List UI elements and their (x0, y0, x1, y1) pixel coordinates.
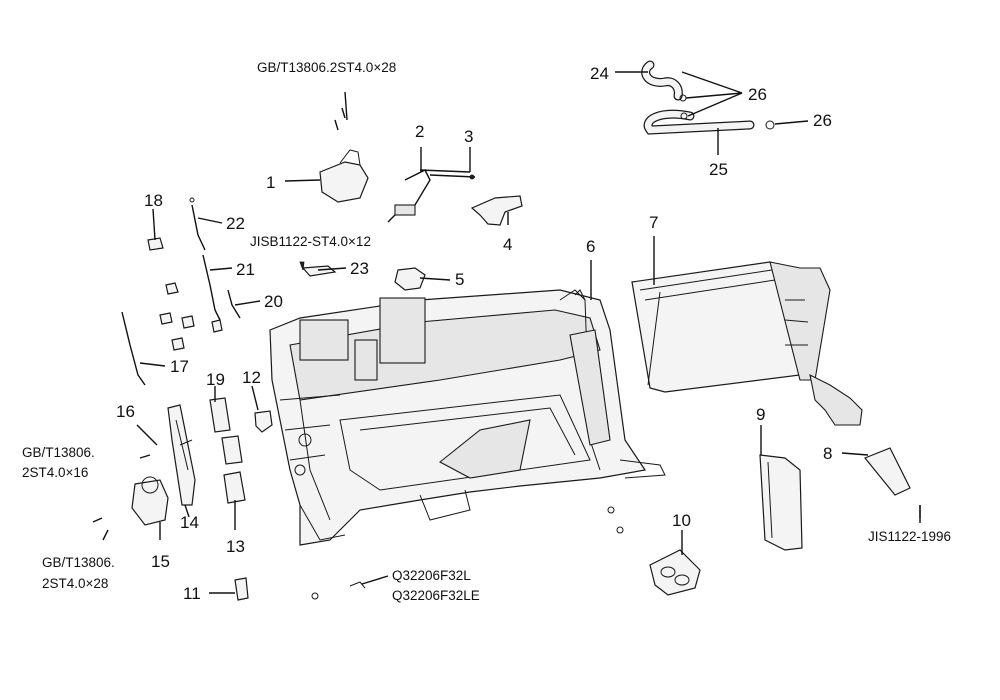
callout-21: 21 (236, 260, 255, 279)
callout-1: 1 (266, 173, 275, 192)
part-12-bracket (254, 410, 273, 433)
clips-bottom (311, 506, 624, 600)
part-17-rod (121, 311, 146, 386)
code-labels: GB/T13806.2ST4.0×28 JISB1122-ST4.0×12 GB… (22, 60, 951, 603)
part-13-actuator (223, 471, 246, 504)
heat-exchanger-core (631, 261, 863, 426)
callout-5: 5 (455, 270, 464, 289)
part-4-bracket (470, 195, 523, 226)
code-jis-screw: JISB1122-ST4.0×12 (250, 234, 371, 249)
part-23-plate (299, 261, 337, 277)
part-21-rod (202, 254, 221, 321)
part-20-rod (227, 289, 241, 319)
callout-8: 8 (823, 444, 832, 463)
callout-9: 9 (756, 405, 765, 424)
code-bottom-screw-2: 2ST4.0×28 (42, 576, 108, 591)
part-2-linkage (387, 169, 471, 223)
part-15-motor (131, 476, 169, 526)
callout-6: 6 (586, 237, 595, 256)
part-1-cover (319, 149, 369, 203)
code-clip-1: Q32206F32L (392, 568, 471, 583)
callout-12: 12 (242, 368, 261, 387)
part-9-filter (759, 454, 803, 551)
callout-19: 19 (206, 370, 225, 389)
callout-13: 13 (226, 537, 245, 556)
part-24-hose (641, 60, 683, 101)
code-jis-std: JIS1122-1996 (868, 529, 951, 544)
callout-4: 4 (503, 235, 512, 254)
code-left-screw-2: 2ST4.0×16 (22, 465, 88, 480)
callout-25: 25 (709, 160, 728, 179)
part-25-hose (643, 109, 755, 135)
part-18-grommet (147, 237, 164, 251)
callout-3: 3 (464, 127, 473, 146)
callout-22: 22 (226, 214, 245, 233)
screw-pair-top (334, 91, 348, 131)
code-clip-2: Q32206F32LE (392, 588, 480, 603)
callout-11: 11 (183, 584, 201, 603)
part-22-rod (189, 197, 206, 251)
code-top-screw: GB/T13806.2ST4.0×28 (257, 60, 396, 75)
part-8-flap (864, 447, 911, 496)
part-14-door (167, 404, 196, 506)
callout-20: 20 (264, 292, 283, 311)
callout-26-a: 26 (748, 85, 767, 104)
callout-14: 14 (180, 513, 199, 532)
code-bottom-screw-1: GB/T13806. (42, 555, 115, 570)
part-10-mount (649, 549, 701, 596)
callout-26-b: 26 (813, 111, 832, 130)
callout-labels: 1 2 3 4 5 6 7 8 9 10 11 12 13 14 15 16 1… (116, 64, 832, 603)
callout-18: 18 (144, 191, 163, 210)
callout-17: 17 (170, 357, 189, 376)
callout-7: 7 (649, 213, 658, 232)
part-3-rod (429, 174, 476, 180)
part-19-actuator (209, 397, 231, 433)
code-left-screw-1: GB/T13806. (22, 445, 95, 460)
screws-left (92, 454, 151, 541)
callout-24: 24 (590, 64, 609, 83)
leader-lines (136, 71, 921, 594)
hvac-housing (269, 289, 666, 546)
part-5-clip (394, 267, 426, 291)
callout-16: 16 (116, 402, 135, 421)
callout-15: 15 (151, 552, 170, 571)
callout-23: 23 (350, 259, 369, 278)
callout-2: 2 (415, 122, 424, 141)
part-11-connector (234, 577, 249, 601)
small-clips-left (159, 282, 223, 351)
callout-10: 10 (672, 511, 691, 530)
part-actuator-mid (221, 435, 243, 465)
